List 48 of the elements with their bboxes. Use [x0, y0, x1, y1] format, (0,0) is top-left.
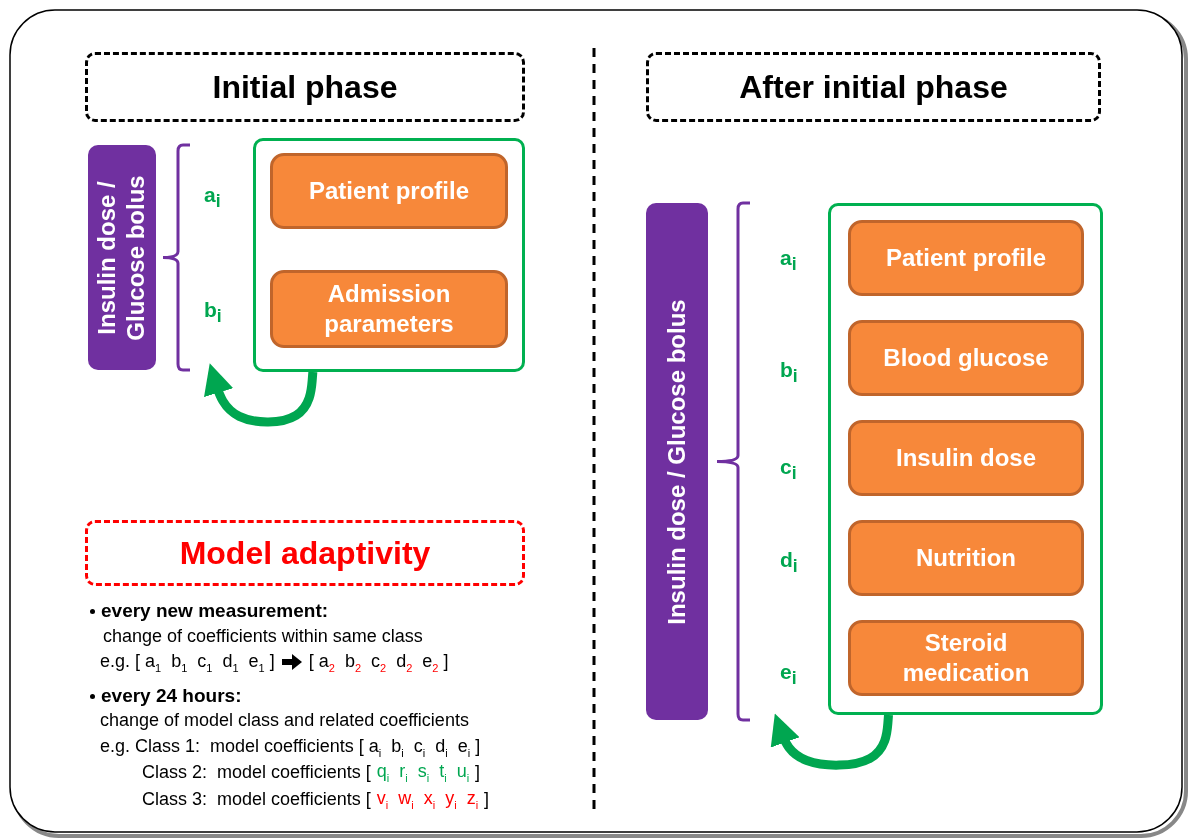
node-label: Initial phase: [212, 68, 398, 106]
coefficient-label: a$_{i}$: [780, 246, 797, 276]
output-bar: [646, 203, 708, 720]
node-label: Nutrition: [916, 543, 1016, 573]
note-text: Class 3: model coefficients [: [142, 788, 371, 810]
coefficient-label: d$_{i}$: [780, 548, 798, 578]
note-text: change of model class and related coefficients: [100, 710, 469, 731]
note-text: e.g. [ a$_{1}$ b$_{1}$ c$_{1}$ d$_{1}$ e$_{1}$ ]: [100, 651, 275, 674]
heading-box: [85, 52, 525, 122]
input-box: [848, 520, 1084, 596]
bracket-text: ]: [484, 788, 490, 810]
output-bar: [88, 145, 156, 370]
coefficient-label: b$_{i}$: [204, 298, 222, 328]
input-box: [848, 620, 1084, 696]
feedback-arrow: [770, 713, 893, 770]
node-label: Blood glucose: [883, 343, 1049, 373]
coefficient-label: b$_{i}$: [780, 358, 798, 388]
heading-box: [646, 52, 1101, 122]
coefficient-list: v$_{i}$ w$_{i}$ x$_{i}$ y$_{i}$ z$_{i}$: [376, 788, 479, 811]
coefficient-list: q$_{i}$ r$_{i}$ s$_{i}$ t$_{i}$ u$_{i}$: [376, 761, 470, 784]
note-text: [ a$_{2}$ b$_{2}$ c$_{2}$ d$_{2}$ e$_{2}$ ]: [308, 651, 449, 674]
node-label: Patient profile: [886, 243, 1046, 273]
note-text: e.g. Class 1: model coefficients [ a$_{i}$ b$_{i}$ c$_{i}$ d$_{i}$ e$_{i}$ ]: [100, 736, 481, 759]
node-label: Model adaptivity: [179, 534, 431, 572]
input-box: [848, 320, 1084, 396]
input-box: [270, 270, 508, 348]
bullet-heading: every 24 hours:: [101, 685, 242, 707]
node-label: Insulin dose / Glucose bolus: [662, 297, 691, 627]
group-box: [828, 203, 1103, 715]
input-box: [270, 153, 508, 229]
group-box: [253, 138, 525, 372]
heading-box: [85, 520, 525, 586]
node-label: Patient profile: [309, 176, 469, 206]
note-text: Class 2: model coefficients [: [142, 761, 371, 783]
input-box: [848, 220, 1084, 296]
node-label: Admission parameters: [323, 279, 455, 339]
node-label: Steroid medication: [901, 628, 1031, 688]
coefficient-label: e$_{i}$: [780, 660, 797, 690]
node-label: Insulin dose / Glucose bolus: [93, 173, 150, 343]
node-label: After initial phase: [739, 68, 1008, 106]
feedback-arrow: [204, 363, 318, 427]
bullet-heading: every new measurement:: [101, 600, 329, 622]
coefficient-label: a$_{i}$: [204, 183, 221, 213]
coefficient-label: c$_{i}$: [780, 455, 797, 485]
node-label: Insulin dose: [896, 443, 1036, 473]
input-box: [848, 420, 1084, 496]
bracket-text: ]: [475, 761, 481, 783]
note-text: change of coefficients within same class: [103, 626, 423, 647]
